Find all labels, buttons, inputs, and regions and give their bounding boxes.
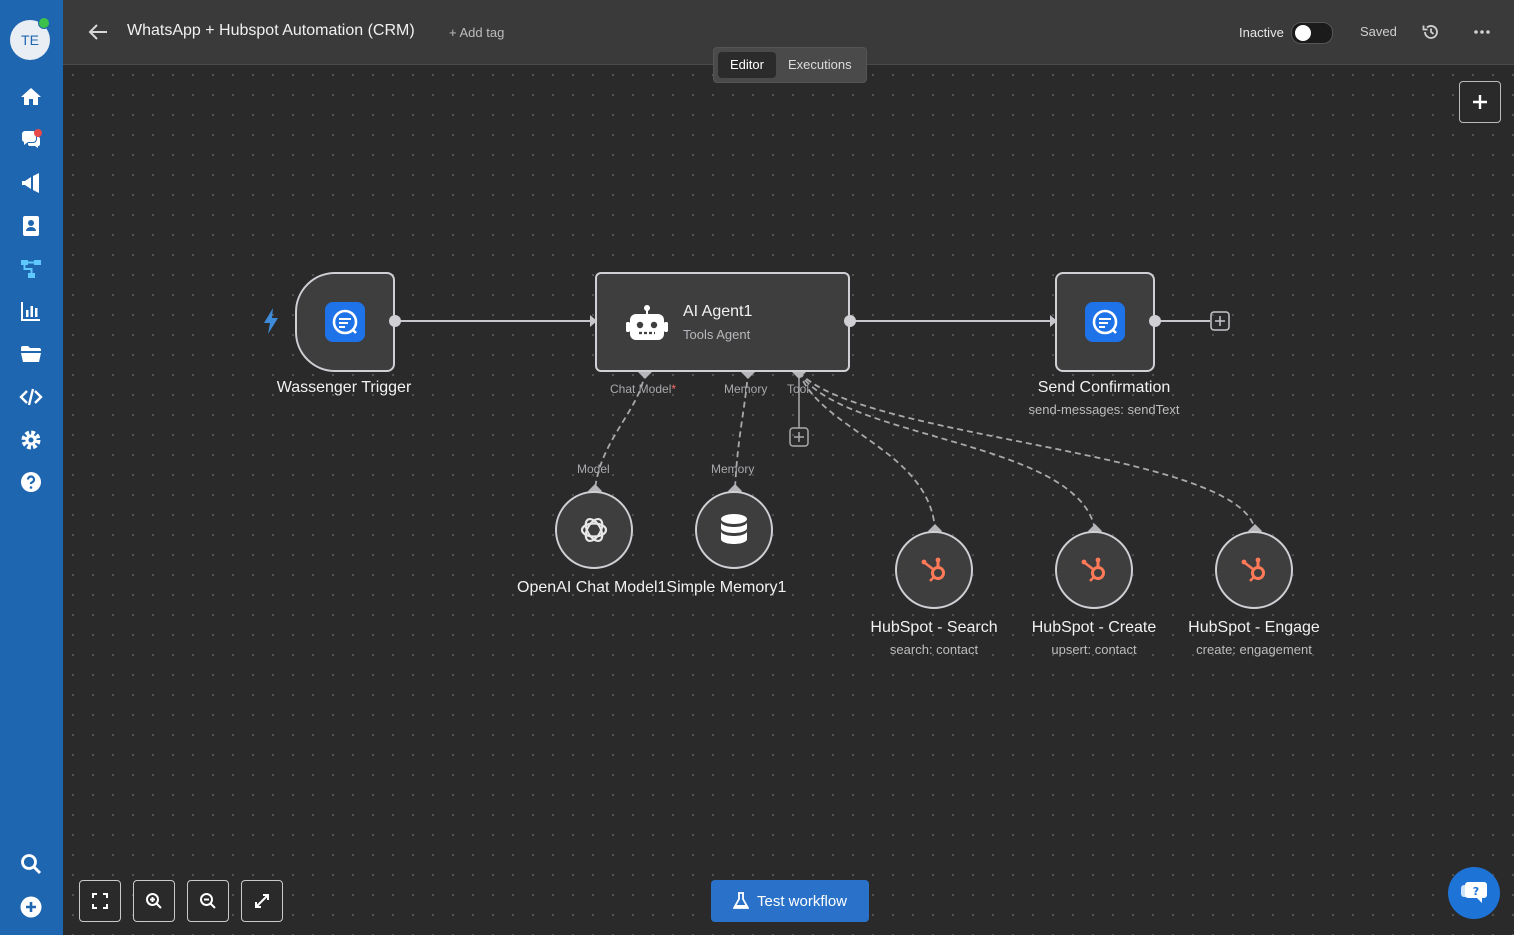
folder-icon[interactable]: [17, 341, 45, 367]
analytics-icon[interactable]: [17, 298, 45, 324]
avatar[interactable]: TE: [10, 17, 50, 60]
fit-view-icon: [92, 893, 108, 909]
hubspot-create-sub: upsert: contact: [1051, 642, 1137, 657]
hubspot-engage-label: HubSpot - Engage: [1188, 619, 1320, 636]
hubspot-icon: [1241, 557, 1265, 582]
workflow-icon[interactable]: [17, 256, 45, 282]
code-icon[interactable]: [17, 384, 45, 410]
add-circle-icon[interactable]: [17, 894, 45, 920]
send-output-port[interactable]: [1149, 315, 1161, 327]
tab-editor[interactable]: Editor: [718, 52, 776, 78]
help-icon[interactable]: [17, 469, 45, 495]
online-status-dot: [38, 17, 50, 29]
send-confirmation-label: Send Confirmation: [1037, 379, 1171, 396]
support-chat-icon: ?: [1461, 882, 1487, 903]
hubspot-create-label: HubSpot - Create: [1031, 619, 1157, 636]
add-node-button[interactable]: [1459, 81, 1501, 123]
openai-logo-icon: [580, 518, 608, 542]
openai-chat-model-node[interactable]: [555, 491, 633, 569]
more-options-icon[interactable]: [1471, 22, 1493, 42]
simple-memory-node[interactable]: [695, 491, 773, 569]
memory-label: Simple Memory1: [666, 579, 787, 596]
tool-port-label: Tool: [787, 382, 810, 396]
test-workflow-label: Test workflow: [756, 892, 848, 910]
memory-input-label: Memory: [711, 462, 755, 476]
workflow-canvas[interactable]: [63, 65, 1514, 935]
hubspot-icon: [921, 557, 945, 582]
model-input-label: Model: [577, 462, 610, 476]
fit-view-button[interactable]: [79, 880, 121, 922]
history-icon[interactable]: [1421, 22, 1441, 42]
robot-icon: [626, 305, 668, 340]
expand-icon: [255, 894, 269, 908]
back-arrow-icon[interactable]: [87, 22, 109, 42]
hubspot-search-node[interactable]: [895, 531, 973, 609]
tab-executions[interactable]: Executions: [788, 57, 852, 72]
zoom-in-icon: [146, 893, 162, 909]
send-confirmation-node[interactable]: [1055, 272, 1155, 372]
expand-button[interactable]: [241, 880, 283, 922]
chat-model-port-label: Chat Model*: [610, 382, 677, 396]
svg-text:?: ?: [1473, 885, 1479, 898]
workflow-title[interactable]: WhatsApp + Hubspot Automation (CRM): [127, 22, 415, 39]
flask-icon: [732, 892, 749, 909]
settings-gear-icon[interactable]: [17, 427, 45, 453]
saved-status: Saved: [1360, 24, 1397, 39]
plus-icon: [1473, 95, 1487, 109]
search-icon[interactable]: [17, 851, 45, 877]
wassenger-trigger-node[interactable]: [295, 272, 395, 372]
trigger-bolt-icon: [264, 308, 278, 334]
add-tag-link[interactable]: + Add tag: [449, 25, 505, 40]
megaphone-icon[interactable]: [17, 170, 45, 196]
agent-title: AI Agent1: [683, 303, 753, 320]
send-confirmation-sub: send-messages: sendText: [1028, 402, 1180, 417]
contacts-book-icon[interactable]: [17, 213, 45, 239]
home-icon[interactable]: [17, 84, 45, 110]
hubspot-engage-sub: create: engagement: [1196, 642, 1312, 657]
openai-label: OpenAI Chat Model1Simple Memory1: [517, 579, 787, 596]
chat-icon[interactable]: [17, 127, 45, 153]
sidebar: TE: [0, 0, 63, 935]
agent-subtitle: Tools Agent: [683, 327, 751, 342]
ai-agent-node[interactable]: AI Agent1 Tools Agent: [595, 272, 850, 372]
active-toggle[interactable]: [1291, 22, 1333, 44]
hubspot-create-node[interactable]: [1055, 531, 1133, 609]
database-icon: [721, 514, 747, 544]
hubspot-search-sub: search: contact: [889, 642, 979, 657]
wassenger-icon: [1085, 302, 1125, 342]
hubspot-search-label: HubSpot - Search: [870, 619, 998, 636]
support-chat-button[interactable]: ?: [1448, 867, 1500, 919]
memory-port-label: Memory: [724, 382, 768, 396]
wassenger-icon: [325, 302, 365, 342]
zoom-out-icon: [200, 893, 216, 909]
agent-output-port[interactable]: [844, 315, 856, 327]
hubspot-engage-node[interactable]: [1215, 531, 1293, 609]
hubspot-icon: [1081, 557, 1105, 582]
trigger-label: Wassenger Trigger: [276, 379, 412, 396]
status-label: Inactive: [1239, 25, 1284, 40]
zoom-out-button[interactable]: [187, 880, 229, 922]
test-workflow-button[interactable]: Test workflow: [711, 880, 869, 922]
toggle-knob: [1295, 25, 1311, 41]
view-tabs: Editor Executions: [713, 47, 867, 83]
zoom-in-button[interactable]: [133, 880, 175, 922]
trigger-output-port[interactable]: [389, 315, 401, 327]
avatar-initials: TE: [21, 32, 39, 48]
